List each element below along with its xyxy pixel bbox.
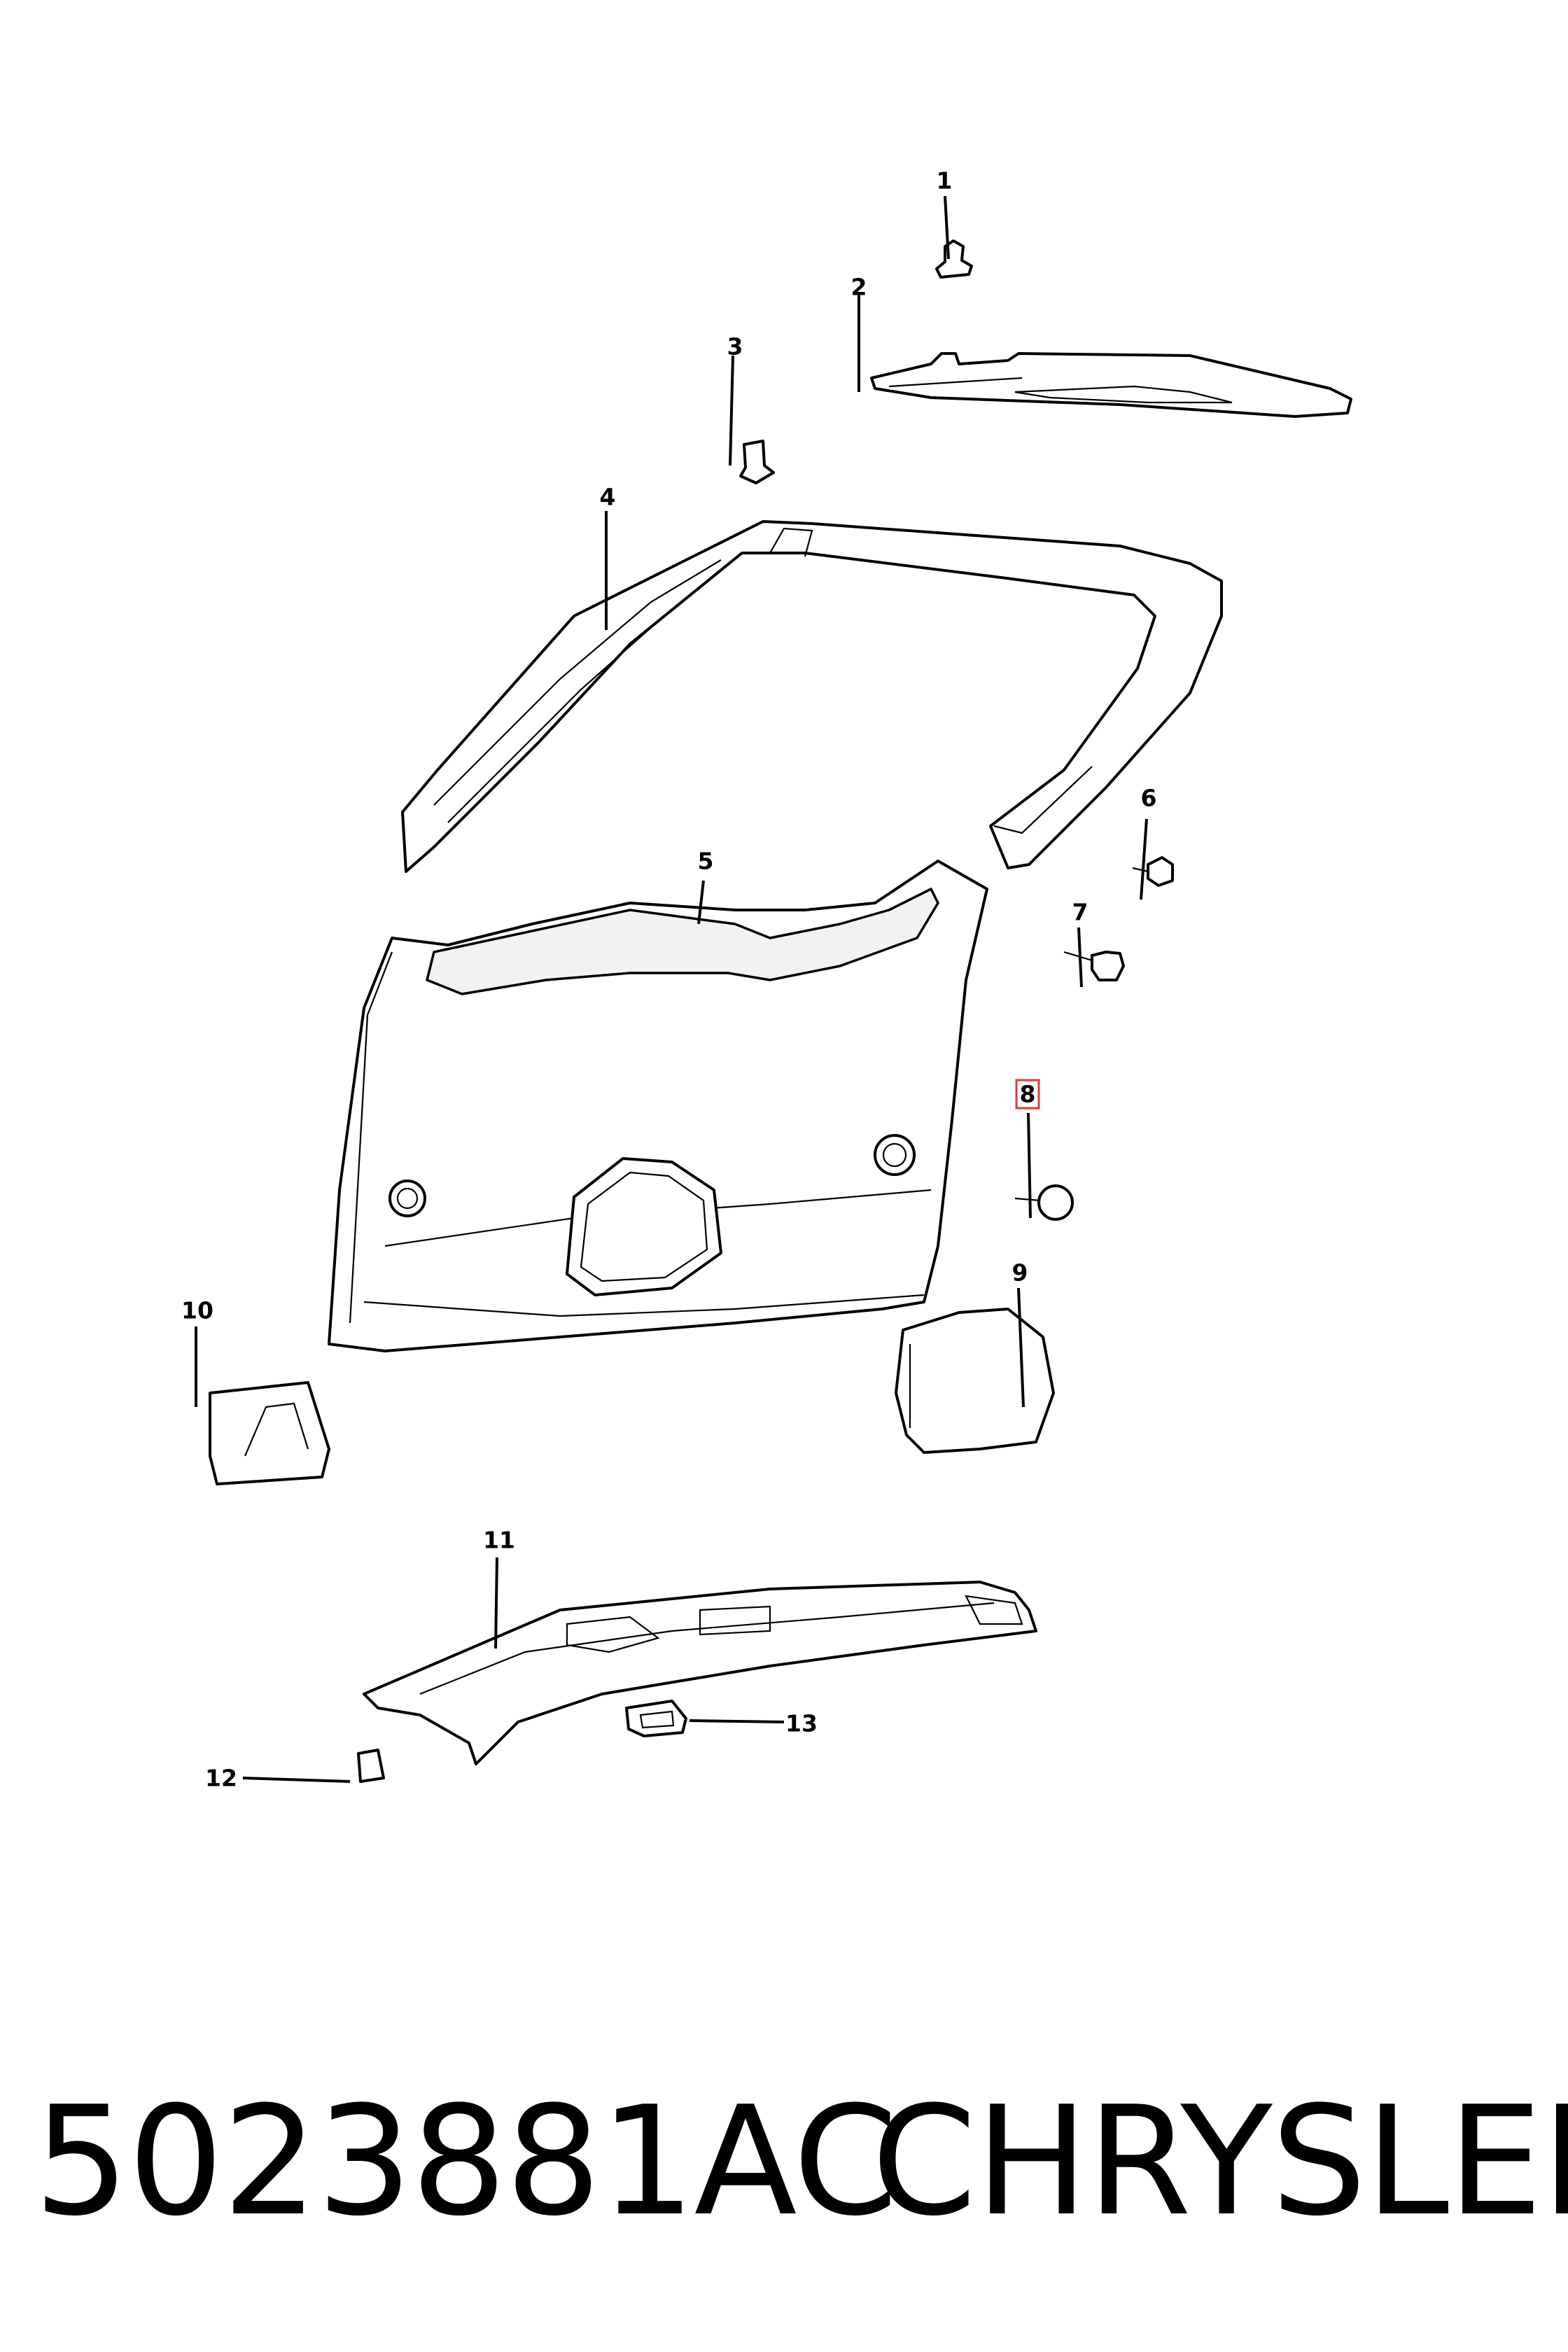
part-9-side-cover <box>895 1308 1055 1454</box>
part-2-upper-trim <box>870 352 1352 418</box>
leader-lines <box>195 195 1148 1783</box>
callout-1[interactable]: 1 <box>936 167 953 195</box>
part-3-retainer <box>739 440 775 484</box>
callout-9[interactable]: 9 <box>1011 1259 1028 1287</box>
callout-8[interactable]: 8 <box>1015 1079 1040 1110</box>
callout-5[interactable]: 5 <box>697 847 714 875</box>
part-7-fastener <box>1063 951 1125 981</box>
callout-3[interactable]: 3 <box>727 332 743 360</box>
callout-10[interactable]: 10 <box>181 1296 214 1324</box>
part-number: 5023881AC <box>34 2073 898 2249</box>
part-5-liftgate-trim-panel <box>328 860 988 1352</box>
part-1-pin-clip <box>935 239 973 279</box>
part-6-grommet <box>1132 856 1174 887</box>
callout-4[interactable]: 4 <box>599 483 616 511</box>
callout-11[interactable]: 11 <box>483 1526 515 1554</box>
callout-6[interactable]: 6 <box>1140 784 1157 812</box>
callout-12[interactable]: 12 <box>205 1764 237 1792</box>
part-4-window-frame-trim <box>401 520 1223 873</box>
part-11-scuff-plate <box>363 1581 1037 1765</box>
callout-13[interactable]: 13 <box>785 1709 818 1737</box>
callout-2[interactable]: 2 <box>850 273 867 301</box>
part-13-switch-bezel <box>625 1700 687 1737</box>
brand-name: CHRYSLER <box>872 2073 1568 2249</box>
part-8-plug <box>1014 1184 1074 1221</box>
callout-7[interactable]: 7 <box>1072 898 1088 926</box>
part-12-clip <box>357 1749 385 1783</box>
part-10-handle-pocket <box>209 1381 330 1485</box>
